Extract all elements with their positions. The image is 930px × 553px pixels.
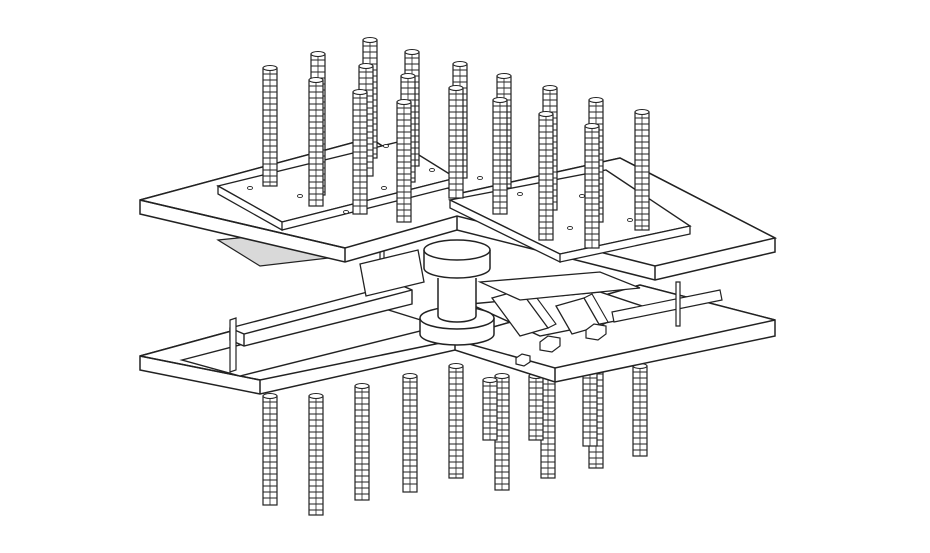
- upper-anchor-rod: [352, 89, 368, 215]
- plate-hole: [297, 193, 303, 199]
- upper-anchor-rod: [448, 85, 464, 199]
- plate-hole: [627, 217, 633, 223]
- lower-anchor-rods: [262, 353, 648, 516]
- upper-anchor-rod: [584, 123, 600, 249]
- upper-anchor-rod: [538, 111, 554, 241]
- lower-anchor-rod: [402, 373, 418, 493]
- lower-anchor-rod: [308, 393, 324, 516]
- plate-holes: [247, 143, 633, 231]
- lower-anchor-rod: [354, 383, 370, 501]
- central-bearing: [419, 239, 495, 346]
- plate-hole: [567, 225, 573, 231]
- upper-anchor-rod: [308, 77, 324, 207]
- plate-hole: [383, 143, 389, 149]
- plate-hole: [579, 193, 585, 199]
- plate-hole: [477, 175, 483, 181]
- plate-hole: [247, 185, 253, 191]
- plate-hole: [517, 191, 523, 197]
- upper-anchor-rod: [634, 109, 650, 231]
- lower-guide-rails: [179, 283, 723, 377]
- upper-anchor-rod: [396, 99, 412, 223]
- bracket-bolts: [515, 323, 607, 367]
- plate-hole: [343, 209, 349, 215]
- upper-anchor-rod: [262, 65, 278, 187]
- lower-anchor-rod: [528, 373, 544, 441]
- lower-anchor-rod: [262, 393, 278, 506]
- upper-anchor-rods: [262, 37, 650, 249]
- upper-anchor-rod: [492, 97, 508, 215]
- lower-anchor-rod: [482, 377, 498, 441]
- lower-anchor-rod: [448, 363, 464, 479]
- plate-hole: [429, 167, 435, 173]
- lower-anchor-rod: [632, 363, 648, 457]
- plate-hole: [381, 185, 387, 191]
- lower-anchor-rod: [494, 373, 510, 491]
